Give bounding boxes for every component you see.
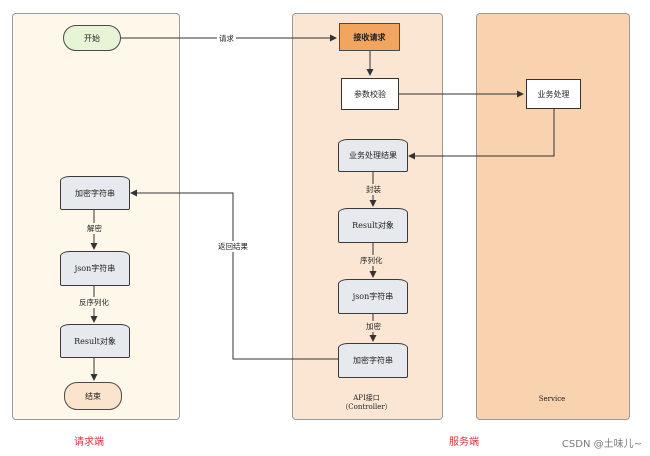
- edge-label-deserialize: 反序列化: [77, 297, 111, 308]
- api-lane-name: API接口: [353, 394, 380, 402]
- result-object-client-node: Result对象: [60, 324, 130, 358]
- edge-return-result: [130, 189, 340, 360]
- edge-label-return-result: 返回结果: [216, 241, 250, 252]
- api-lane-subtitle: （Controller）: [341, 403, 392, 411]
- business-process-node: 业务处理: [526, 79, 581, 109]
- api-lane-title: API接口 （Controller）: [292, 394, 441, 412]
- start-node: 开始: [63, 25, 121, 51]
- client-side-label: 请求端: [74, 437, 104, 448]
- edge-label-wrap: 封装: [364, 184, 383, 195]
- json-string-client-node: json字符串: [60, 251, 130, 286]
- encrypted-string-api-node: 加密字符串: [338, 343, 408, 378]
- end-node: 结束: [64, 382, 122, 410]
- encrypted-string-client-node: 加密字符串: [60, 176, 130, 210]
- edge-business-return: [408, 109, 555, 160]
- param-check-node: 参数校验: [341, 78, 399, 110]
- edge-label-encrypt: 加密: [364, 321, 383, 332]
- watermark-text: CSDN @土味儿~: [561, 439, 642, 450]
- json-string-api-node: json字符串: [338, 279, 408, 314]
- receive-request-node: 接收请求: [339, 23, 400, 51]
- server-side-label: 服务端: [449, 437, 479, 448]
- service-lane-title: Service: [538, 395, 566, 403]
- edge-label-serialize: 序列化: [358, 255, 385, 266]
- edge-label-request: 请求: [217, 33, 236, 44]
- business-result-node: 业务处理结果: [338, 139, 408, 172]
- result-object-api-node: Result对象: [338, 208, 408, 243]
- edge-label-decrypt: 解密: [85, 223, 104, 234]
